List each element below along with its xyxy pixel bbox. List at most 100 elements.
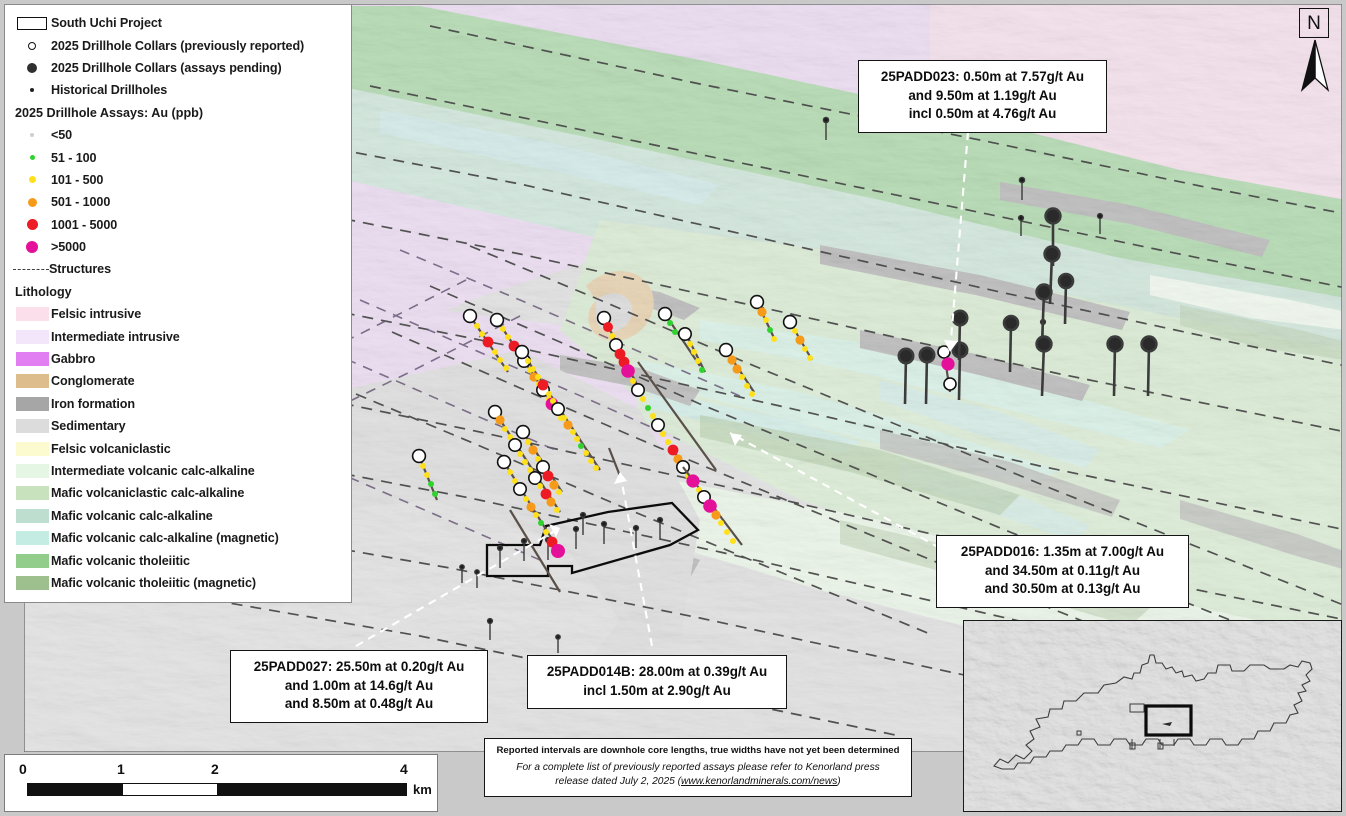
location-inset-map bbox=[963, 620, 1342, 812]
legend-item-litho-10: Mafic volcanic calc-alkaline (magnetic) bbox=[13, 527, 345, 549]
legend-label-litho-5: Sedimentary bbox=[51, 419, 126, 434]
disclaimer-text-a: For a complete list of previously report… bbox=[516, 762, 880, 773]
assay-swatch-icon bbox=[13, 176, 51, 184]
legend-label-assay-5: >5000 bbox=[51, 240, 86, 255]
legend-item-assay-5: >5000 bbox=[13, 236, 345, 258]
lithology-swatch-icon bbox=[13, 307, 51, 322]
callout-25PADD016: 25PADD016: 1.35m at 7.00g/t Au and 34.50… bbox=[936, 535, 1189, 608]
legend-label-assay-1: 51 - 100 bbox=[51, 150, 97, 165]
scale-tick-2: 2 bbox=[211, 761, 219, 777]
legend-label-litho-11: Mafic volcanic tholeiitic bbox=[51, 553, 190, 568]
legend-label-collars-pending: 2025 Drillhole Collars (assays pending) bbox=[51, 60, 282, 75]
legend-item-assay-0: <50 bbox=[13, 124, 345, 146]
callout-25PADD023: 25PADD023: 0.50m at 7.57g/t Au and 9.50m… bbox=[858, 60, 1107, 133]
legend-header-lithology: Lithology bbox=[15, 284, 72, 299]
legend-label-collars-reported: 2025 Drillhole Collars (previously repor… bbox=[51, 38, 305, 53]
kenorland-news-link[interactable]: www.kenorlandminerals.com/news bbox=[681, 776, 838, 787]
scale-tick-labels: 0 1 2 4 bbox=[19, 761, 427, 781]
disclaimer-text-c: ) bbox=[837, 776, 841, 787]
callout-line: and 34.50m at 0.11g/t Au bbox=[984, 562, 1141, 578]
lithology-swatch-icon bbox=[13, 396, 51, 411]
callout-line: incl 0.50m at 4.76g/t Au bbox=[908, 106, 1057, 121]
legend-item-assay-1: 51 - 100 bbox=[13, 146, 345, 168]
lithology-swatch-icon bbox=[13, 441, 51, 456]
lithology-swatch-icon bbox=[13, 419, 51, 434]
legend-header-assays: 2025 Drillhole Assays: Au (ppb) bbox=[15, 105, 204, 120]
filled-circle-icon bbox=[13, 62, 51, 73]
lithology-swatch-icon bbox=[13, 374, 51, 389]
small-dot-icon bbox=[13, 88, 51, 93]
legend-item-collars-reported: 2025 Drillhole Collars (previously repor… bbox=[13, 34, 345, 56]
legend-label-litho-1: Intermediate intrusive bbox=[51, 329, 180, 344]
callout-line: incl 1.50m at 2.90g/t Au bbox=[583, 682, 731, 698]
legend-label-assay-3: 501 - 1000 bbox=[51, 195, 111, 210]
lithology-swatch-icon bbox=[13, 352, 51, 367]
lithology-swatch-icon bbox=[13, 464, 51, 478]
scale-bar-graphic bbox=[27, 783, 407, 796]
legend-label-litho-2: Gabbro bbox=[51, 352, 96, 367]
legend-label-litho-9: Mafic volcanic calc-alkaline bbox=[51, 508, 213, 523]
assay-swatch-icon bbox=[13, 197, 51, 207]
dashed-line-icon bbox=[13, 268, 53, 270]
assay-swatch-icon bbox=[13, 219, 51, 231]
callout-line: 25PADD014B: 28.00m at 0.39g/t Au bbox=[546, 664, 768, 679]
project-outline-icon bbox=[13, 16, 51, 30]
legend-label-litho-4: Iron formation bbox=[51, 396, 135, 411]
legend-label-litho-3: Conglomerate bbox=[51, 374, 135, 389]
legend-label-litho-0: Felsic intrusive bbox=[51, 307, 142, 322]
scale-tick-3: 4 bbox=[400, 761, 408, 777]
disclaimer-line-2: For a complete list of previously report… bbox=[493, 761, 903, 789]
north-arrow-icon bbox=[1300, 39, 1330, 92]
inset-map-svg bbox=[964, 621, 1341, 811]
lithology-swatch-icon bbox=[13, 486, 51, 501]
callout-line: and 1.00m at 14.6g/t Au bbox=[284, 677, 434, 693]
legend-label-project: South Uchi Project bbox=[51, 16, 162, 31]
legend-item-collars-pending: 2025 Drillhole Collars (assays pending) bbox=[13, 57, 345, 79]
disclaimer-box: Reported intervals are downhole core len… bbox=[484, 738, 912, 797]
scale-tick-1: 1 bbox=[117, 761, 125, 777]
assay-swatch-icon bbox=[13, 155, 51, 161]
lithology-swatch-icon bbox=[13, 508, 51, 523]
lithology-swatch-icon bbox=[13, 329, 51, 344]
disclaimer-line-1: Reported intervals are downhole core len… bbox=[496, 745, 900, 756]
scale-tick-0: 0 bbox=[19, 761, 27, 777]
legend-item-litho-1: Intermediate intrusive bbox=[13, 325, 345, 347]
legend-item-litho-9: Mafic volcanic calc-alkaline bbox=[13, 505, 345, 527]
legend-item-assay-4: 1001 - 5000 bbox=[13, 214, 345, 236]
assay-swatch-icon bbox=[13, 133, 51, 138]
legend-label-assay-0: <50 bbox=[51, 128, 73, 143]
scale-unit-label: km bbox=[413, 782, 432, 797]
legend-item-litho-7: Intermediate volcanic calc-alkaline bbox=[13, 460, 345, 482]
disclaimer-text-b: release dated July 2, 2025 ( bbox=[555, 776, 682, 787]
legend-label-litho-7: Intermediate volcanic calc-alkaline bbox=[51, 464, 255, 478]
legend-label-litho-6: Felsic volcaniclastic bbox=[51, 441, 171, 456]
callout-line: and 9.50m at 1.19g/t Au bbox=[908, 87, 1057, 103]
callout-line: 25PADD016: 1.35m at 7.00g/t Au bbox=[960, 544, 1165, 559]
scale-bar-panel: 0 1 2 4 km bbox=[4, 754, 438, 812]
callout-line: 25PADD027: 25.50m at 0.20g/t Au bbox=[253, 659, 465, 674]
north-letter-box: N bbox=[1299, 8, 1329, 38]
legend-label-litho-10: Mafic volcanic calc-alkaline (magnetic) bbox=[51, 531, 279, 546]
legend-label-assay-4: 1001 - 5000 bbox=[51, 217, 118, 232]
callout-line: and 8.50m at 0.48g/t Au bbox=[284, 696, 434, 711]
assay-swatch-icon bbox=[13, 241, 51, 254]
legend-item-historical: Historical Drillholes bbox=[13, 79, 345, 101]
legend-label-litho-8: Mafic volcaniclastic calc-alkaline bbox=[51, 486, 245, 501]
legend-item-structures: Structures bbox=[13, 258, 345, 280]
legend-label-structures: Structures bbox=[49, 262, 111, 277]
legend-label-assay-2: 101 - 500 bbox=[51, 172, 104, 187]
legend-item-litho-6: Felsic volcaniclastic bbox=[13, 437, 345, 459]
map-legend: South Uchi Project 2025 Drillhole Collar… bbox=[4, 4, 352, 604]
legend-label-historical: Historical Drillholes bbox=[51, 83, 168, 98]
legend-item-litho-12: Mafic volcanic tholeiitic (magnetic) bbox=[13, 572, 345, 594]
north-letter: N bbox=[1307, 12, 1321, 34]
legend-item-litho-4: Iron formation bbox=[13, 393, 345, 415]
legend-label-litho-12: Mafic volcanic tholeiitic (magnetic) bbox=[51, 575, 256, 590]
lithology-swatch-icon bbox=[13, 531, 51, 546]
lithology-swatch-icon bbox=[13, 575, 51, 590]
legend-item-litho-8: Mafic volcaniclastic calc-alkaline bbox=[13, 482, 345, 504]
legend-item-assay-3: 501 - 1000 bbox=[13, 191, 345, 213]
legend-item-litho-2: Gabbro bbox=[13, 348, 345, 370]
legend-item-litho-5: Sedimentary bbox=[13, 415, 345, 437]
open-circle-icon bbox=[13, 41, 51, 50]
